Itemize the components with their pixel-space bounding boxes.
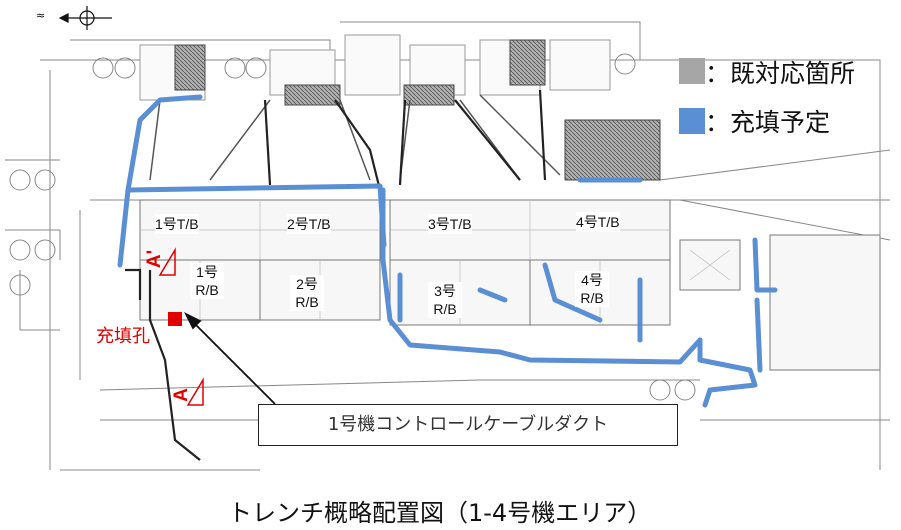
building-2-rb-line1: 2号: [296, 276, 318, 292]
building-4-rb-line1: 4号: [581, 272, 603, 288]
building-1-rb-line2: R/B: [195, 282, 219, 298]
building-2-rb-label: 2号 R/B: [290, 275, 324, 311]
cable-duct-callout: 1号機コントロールケーブルダクト: [258, 404, 678, 446]
north-mark: ≈: [36, 9, 46, 22]
building-2-tb-label: 2号T/B: [287, 214, 331, 234]
diagram-caption: トレンチ概略配置図（1-4号機エリア）: [228, 499, 652, 527]
section-mark-a-prime: A': [144, 249, 166, 269]
building-4-tb-label: 4号T/B: [576, 212, 620, 232]
fill-hole-marker: [168, 312, 182, 326]
north-arrow-icon: [58, 6, 112, 30]
building-3-rb-line1: 3号: [434, 283, 456, 299]
legend-existing-label: ：既対応箇所: [705, 59, 856, 88]
building-4-rb-label: 4号 R/B: [575, 271, 609, 307]
legend-planned-label: ：充填予定: [705, 108, 831, 137]
building-3-rb-label: 3号 R/B: [428, 282, 462, 318]
fill-hole-label: 充填孔: [96, 326, 150, 347]
building-1-tb-label: 1号T/B: [155, 214, 199, 234]
building-1-rb-label: 1号 R/B: [190, 263, 224, 299]
building-1-rb-line1: 1号: [196, 264, 218, 280]
section-mark-a: A: [170, 388, 192, 402]
legend-existing-swatch: [679, 58, 705, 84]
legend-planned-swatch: [679, 108, 705, 134]
building-3-tb-label: 3号T/B: [428, 214, 472, 234]
building-2-rb-line2: R/B: [295, 294, 319, 310]
building-3-rb-line2: R/B: [433, 301, 457, 317]
building-4-rb-line2: R/B: [580, 290, 604, 306]
